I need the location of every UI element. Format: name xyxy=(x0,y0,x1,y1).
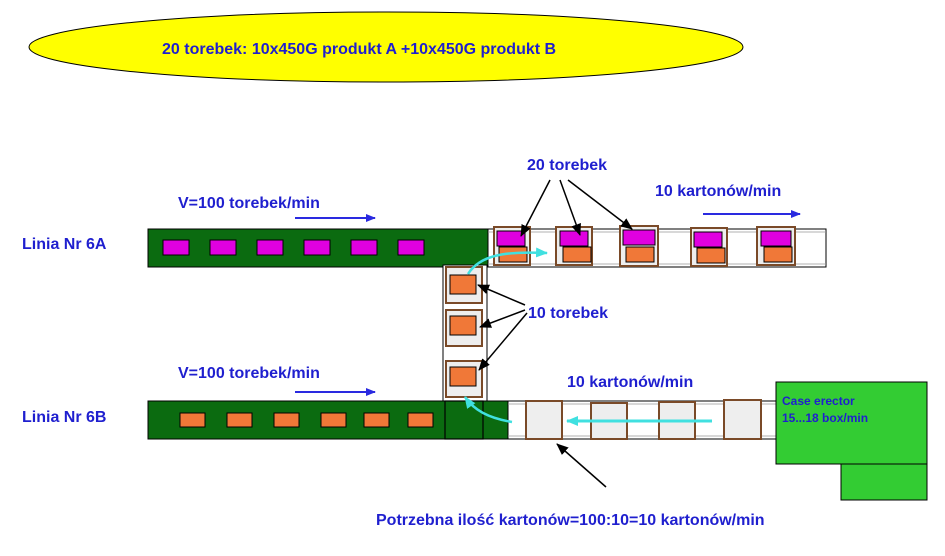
line-b-speed: V=100 torebek/min xyxy=(178,365,320,382)
title-text: 20 torebek: 10x450G produkt A +10x450G p… xyxy=(162,41,556,58)
line-a-label: Linia Nr 6A xyxy=(22,236,107,253)
bag-b xyxy=(407,412,434,428)
bag-b xyxy=(226,412,253,428)
callout-pointer xyxy=(559,179,581,236)
title-ellipse xyxy=(28,11,744,83)
flow-arrow-transfer-to-line-a xyxy=(466,247,548,275)
empty-carton xyxy=(525,400,563,440)
bag-b xyxy=(179,412,206,428)
bag-a xyxy=(209,239,237,256)
callout-pointer xyxy=(478,312,528,371)
bags-10-callout: 10 torebek xyxy=(528,305,608,322)
bag-b xyxy=(363,412,390,428)
carton-filled xyxy=(756,226,796,266)
carton-filled xyxy=(493,226,531,266)
transfer-carton xyxy=(445,309,483,347)
transfer-carton xyxy=(445,360,483,398)
bags-20-callout: 20 torebek xyxy=(527,157,607,174)
callout-pointer xyxy=(567,179,633,230)
flow-arrow-carton-to-transfer xyxy=(463,396,513,424)
case-erector-rate: 15...18 box/min xyxy=(782,411,868,425)
bag-a xyxy=(303,239,331,256)
footer-note: Potrzebna ilość kartonów=100:10=10 karto… xyxy=(376,512,765,529)
carton-filled xyxy=(619,225,659,267)
line-b-label: Linia Nr 6B xyxy=(22,409,106,426)
callout-pointer xyxy=(520,179,551,237)
line-a-speed: V=100 torebek/min xyxy=(178,195,320,212)
transfer-carton xyxy=(445,266,483,304)
line-b-output-rate: 10 kartonów/min xyxy=(567,374,693,391)
bag-a xyxy=(256,239,284,256)
case-erector-name: Case erector xyxy=(782,394,855,408)
case-erector-base xyxy=(840,461,928,501)
carton-filled xyxy=(555,226,593,266)
bag-a xyxy=(397,239,425,256)
empty-carton xyxy=(723,399,762,440)
footer-pointer xyxy=(556,443,607,488)
bag-b xyxy=(273,412,300,428)
bag-a xyxy=(162,239,190,256)
line-b-junction xyxy=(444,400,484,440)
line-a-output-rate: 10 kartonów/min xyxy=(655,183,781,200)
case-erector xyxy=(775,381,928,465)
carton-filled xyxy=(690,227,728,267)
callout-pointer xyxy=(477,284,526,306)
callout-pointer xyxy=(479,309,526,328)
bag-a xyxy=(350,239,378,256)
bag-b xyxy=(320,412,347,428)
